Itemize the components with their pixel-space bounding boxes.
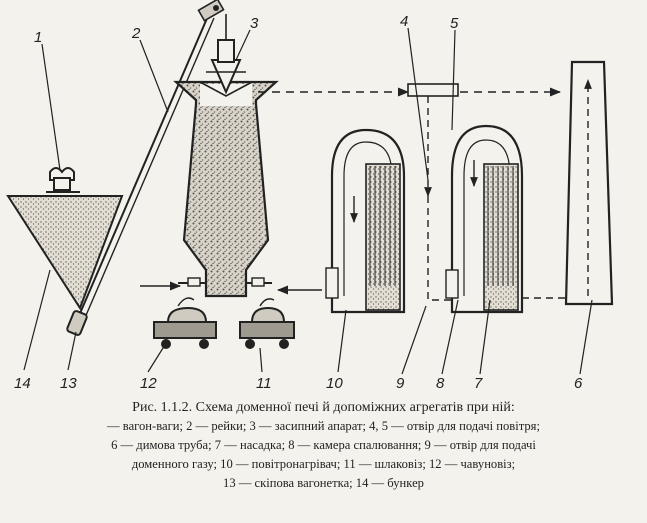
bunker (6, 167, 124, 311)
label-7: 7 (474, 375, 483, 392)
iron-ladle-car (153, 297, 217, 349)
caption-line-2: 6 — димова труба; 7 — насадка; 8 — камер… (111, 438, 536, 452)
label-11: 11 (256, 375, 272, 392)
caption-line-1: — вагон-ваги; 2 — рейки; 3 — засипний ап… (107, 419, 540, 433)
leader-lines (23, 27, 593, 375)
caption-line-3: доменного газу; 10 — повітронагрівач; 11… (131, 457, 516, 471)
figure-caption: Рис. 1.1.2. Схема доменної печі й допомі… (0, 398, 647, 523)
label-1: 1 (34, 29, 42, 46)
label-10: 10 (326, 375, 343, 392)
label-12: 12 (140, 375, 157, 392)
label-2: 2 (131, 25, 141, 42)
label-6: 6 (574, 375, 583, 392)
top-pulley (197, 0, 225, 22)
rails (77, 15, 215, 321)
air-heater-left (325, 128, 406, 314)
label-14: 14 (14, 375, 31, 392)
label-3: 3 (250, 15, 259, 32)
slag-car (239, 298, 295, 349)
valve (407, 83, 459, 97)
label-8: 8 (436, 375, 445, 392)
air-heater-right (445, 124, 524, 314)
label-13: 13 (60, 375, 77, 392)
label-5: 5 (450, 15, 459, 32)
blast-furnace (140, 14, 322, 298)
label-9: 9 (396, 375, 405, 392)
skip-car (66, 310, 88, 336)
chimney (564, 60, 614, 306)
blast-furnace-diagram: 1 2 3 4 5 6 7 8 9 10 11 12 13 14 (6, 0, 614, 392)
caption-title: Рис. 1.1.2. Схема доменної печі й допомі… (132, 400, 515, 415)
label-4: 4 (400, 13, 408, 30)
caption-line-4: 13 — скіпова вагонетка; 14 — бункер (223, 476, 424, 490)
